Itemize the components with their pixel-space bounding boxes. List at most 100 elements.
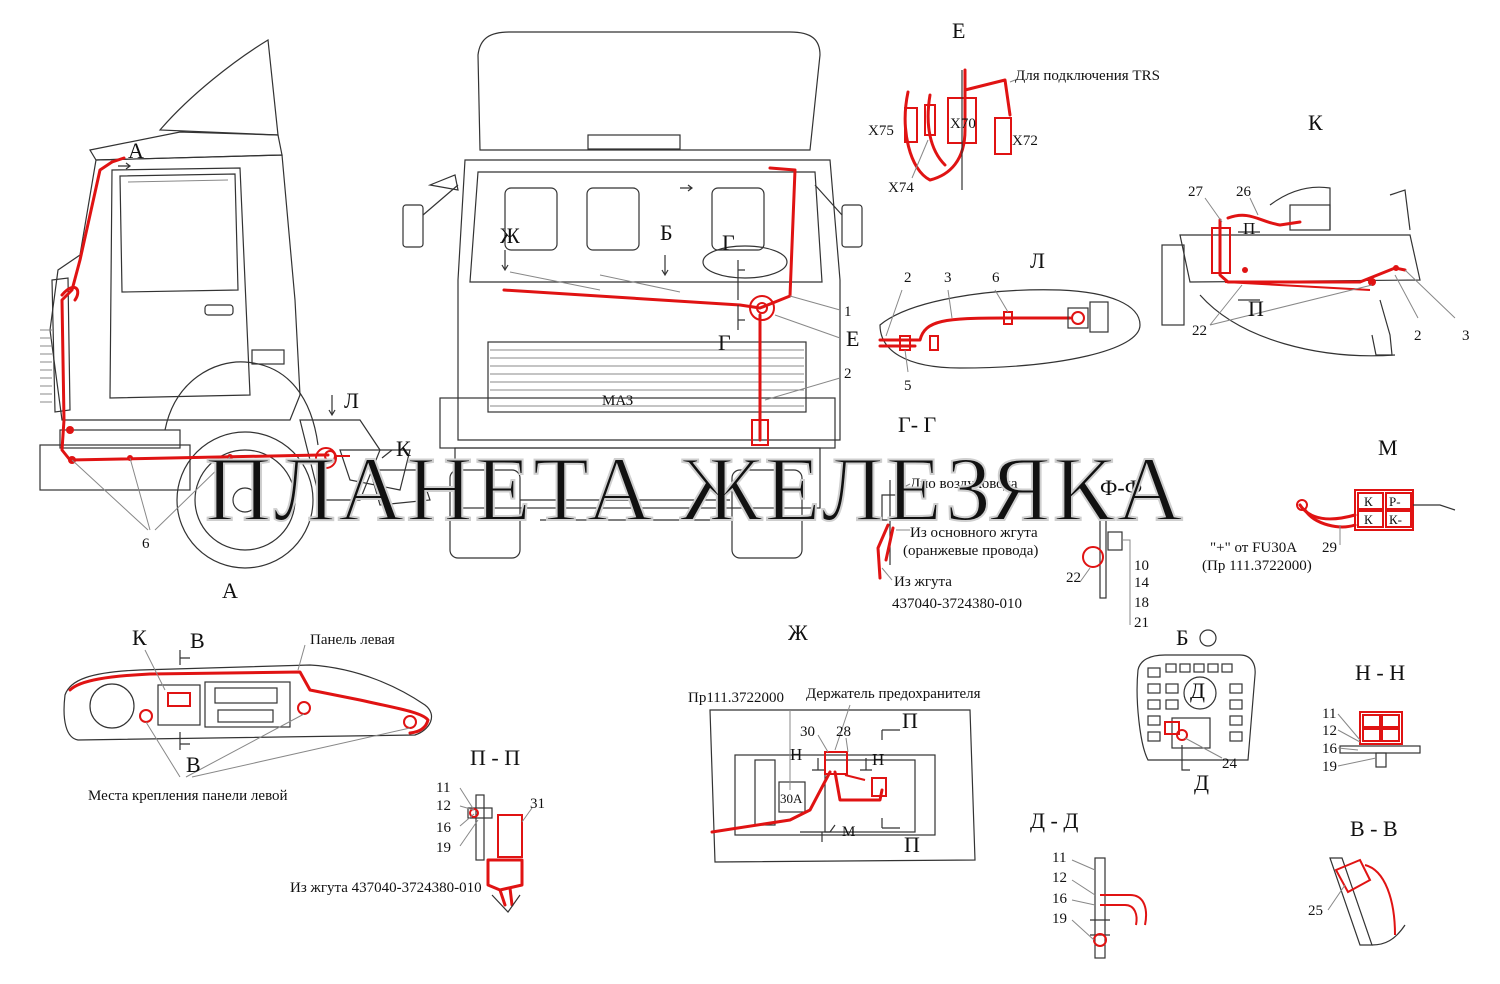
detail-k-p-top: П	[1243, 219, 1255, 238]
detail-zh-title: Ж	[788, 620, 808, 645]
detail-a-panel-label: Панель левая	[310, 632, 395, 648]
detail-zh-holder: Держатель предохранителя	[806, 686, 981, 702]
detail-m-note2: (Пр 111.3722000)	[1202, 558, 1312, 574]
relay-label-1: К	[1364, 494, 1373, 509]
detail-hh-11: 11	[1322, 706, 1336, 722]
detail-bo-title: Б	[1176, 625, 1189, 650]
detail-e-x75: X75	[868, 123, 894, 139]
front-label-e: Е	[846, 326, 859, 351]
detail-vv: В - В 25	[1308, 816, 1406, 946]
detail-pp: П - П 11 12 16 19 31 Из жгута 437040-372…	[290, 745, 545, 913]
front-label-g-top: Г	[722, 230, 735, 255]
detail-zh-h-right: Н	[872, 750, 884, 769]
detail-a-mount-label: Места крепления панели левой	[88, 788, 288, 804]
relay-label-4: К-	[1389, 512, 1402, 527]
detail-e-x70: X70	[950, 116, 976, 132]
detail-gg-note2a: Из основного жгута	[910, 525, 1038, 541]
detail-l-title: Л	[1030, 248, 1045, 273]
detail-l-6: 6	[992, 270, 1000, 286]
harness-cab-front	[502, 166, 797, 310]
detail-ff-21: 21	[1134, 615, 1149, 631]
detail-a-panel: А К В В Панель левая Места крепления пан…	[63, 578, 433, 804]
front-label-b: Б	[660, 220, 673, 245]
detail-ff-title: Ф-Ф	[1100, 475, 1142, 500]
detail-e: Е Для подключения TRS X75 X70 X72 X74	[868, 18, 1160, 196]
detail-a-k: К	[132, 625, 147, 650]
console-buttons	[1147, 663, 1243, 742]
detail-k-2: 2	[1414, 328, 1422, 344]
detail-a-title: А	[222, 578, 238, 603]
detail-k-26: 26	[1236, 184, 1252, 200]
watermark-text: ПЛАНЕТА ЖЕЛЕЗЯКА	[205, 438, 1185, 540]
detail-k-3: 3	[1462, 328, 1470, 344]
detail-gg-note1: Днo воздуховода	[910, 476, 1018, 492]
detail-zh-p-bottom: П	[904, 832, 920, 857]
detail-zh-m: М	[842, 824, 855, 840]
detail-gg: Днo воздуховода Из основного жгута (оран…	[876, 476, 1038, 612]
detail-m-29: 29	[1322, 540, 1337, 556]
detail-bo-d-top: Д	[1190, 678, 1205, 703]
detail-e-note: Для подключения TRS	[1015, 68, 1160, 84]
brand-logo: МАЗ	[602, 393, 633, 409]
detail-l-2: 2	[904, 270, 912, 286]
detail-e-title: Е	[952, 18, 965, 43]
detail-ff-10: 10	[1134, 558, 1149, 574]
detail-hh-19: 19	[1322, 759, 1337, 775]
detail-hh-title: Н - Н	[1355, 660, 1405, 685]
detail-gg-title: Г- Г	[898, 412, 937, 437]
detail-dd-title: Д - Д	[1030, 808, 1078, 833]
detail-pp-19: 19	[436, 840, 451, 856]
detail-k-22: 22	[1192, 323, 1207, 339]
detail-k-title: К	[1308, 110, 1323, 135]
detail-zh-28: 28	[836, 724, 851, 740]
detail-l-3: 3	[944, 270, 952, 286]
detail-ff: Ф-Ф 22 10 14 18 21	[1066, 475, 1150, 631]
detail-zh-fuse: 30А	[780, 791, 803, 806]
detail-pp-title: П - П	[470, 745, 520, 770]
front-label-g-bottom: Г	[718, 330, 731, 355]
cab-side-label-6: 6	[142, 536, 150, 552]
detail-dd-11: 11	[1052, 850, 1066, 866]
detail-e-x74: X74	[888, 180, 914, 196]
detail-ff-22: 22	[1066, 570, 1081, 586]
detail-pp-12: 12	[436, 798, 451, 814]
detail-hh: Н - Н 11 12 16 19	[1322, 660, 1421, 775]
detail-l-5: 5	[904, 378, 912, 394]
detail-m-note1: "+" от FU30A	[1210, 540, 1297, 556]
detail-dd-19: 19	[1052, 911, 1067, 927]
detail-zh-p-top: П	[902, 708, 918, 733]
detail-gg-note3b: 437040-3724380-010	[892, 596, 1022, 612]
detail-gg-note3a: Из жгута	[894, 574, 952, 590]
panel-outline	[68, 670, 430, 735]
front-label-zh: Ж	[500, 223, 520, 248]
detail-pp-31: 31	[530, 796, 545, 812]
detail-bo: Б Д Д 24	[1136, 625, 1256, 795]
detail-a-b-top: В	[190, 628, 205, 653]
relay-label-3: К	[1364, 512, 1373, 527]
cab-side-label-l: Л	[344, 388, 359, 413]
cab-side-view: А Л К 6	[39, 38, 431, 569]
detail-zh-h-left: Н	[790, 745, 802, 764]
detail-hh-12: 12	[1322, 723, 1337, 739]
relay-label-2: Р-	[1389, 494, 1401, 509]
detail-vv-25: 25	[1308, 903, 1323, 919]
detail-zh-pr: Пр111.3722000	[688, 690, 784, 706]
cab-side-label-a: А	[128, 138, 144, 163]
cab-side-label-k: К	[396, 436, 411, 461]
detail-pp-note: Из жгута 437040-3724380-010	[290, 880, 482, 896]
detail-l: Л 2 3 6 5 Г- Г	[878, 248, 1141, 437]
detail-hh-16: 16	[1322, 741, 1338, 757]
front-label-2: 2	[844, 366, 852, 382]
detail-ff-18: 18	[1134, 595, 1149, 611]
detail-vv-title: В - В	[1350, 816, 1398, 841]
detail-e-x72: X72	[1012, 133, 1038, 149]
detail-pp-16: 16	[436, 820, 452, 836]
detail-k-27: 27	[1188, 184, 1204, 200]
detail-k: К 27 26 П П 22 2 3	[1161, 110, 1470, 357]
side-vents	[40, 329, 52, 403]
cab-front-view: МАЗ Ж Б Г Г Е 1 2	[402, 31, 863, 559]
detail-gg-note2b: (оранжевые провода)	[903, 543, 1038, 559]
harness-cab-side	[60, 160, 330, 462]
detail-a-b-bottom: В	[186, 752, 201, 777]
